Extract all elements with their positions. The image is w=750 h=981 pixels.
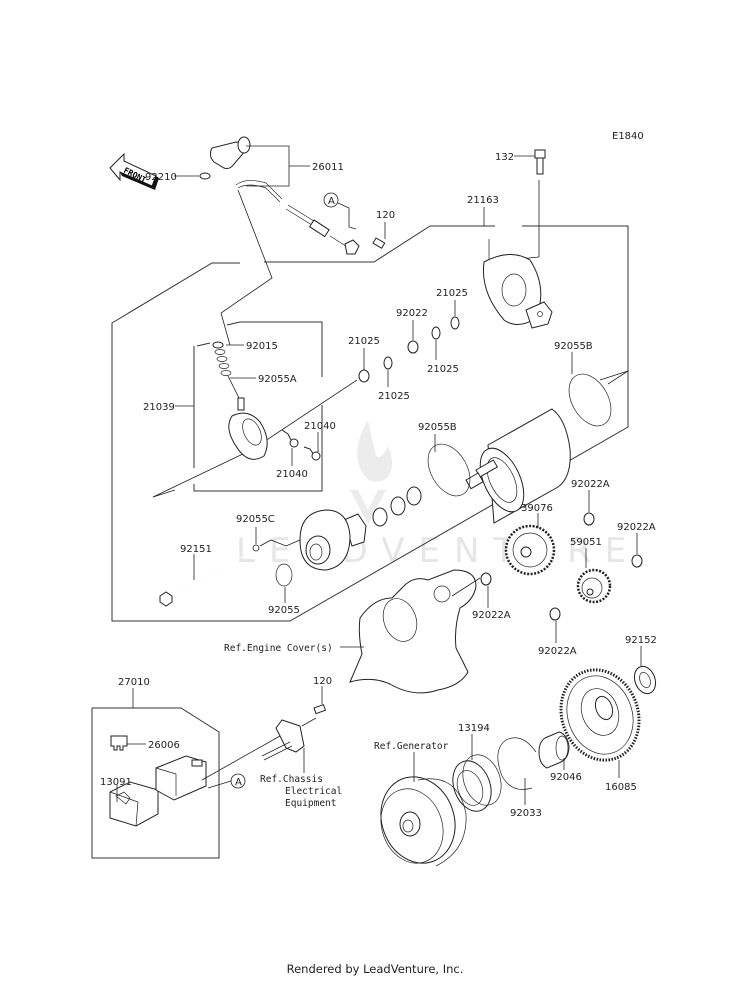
brush-holder [212, 341, 268, 460]
o-ring-92055b-left [427, 443, 471, 497]
part-label-27010: 27010 [118, 677, 150, 688]
ref-engine-cover: Ref.Engine Cover(s) [224, 643, 333, 654]
ref-generator: Ref.Generator [374, 741, 449, 752]
collar-92152 [633, 665, 657, 695]
part-label-92046: 92046 [550, 772, 582, 783]
frame-lines [91, 225, 629, 859]
one-way-clutch [452, 754, 502, 812]
part-label-21025-left: 21025 [348, 336, 380, 347]
circlip-92033 [497, 737, 537, 790]
o-ring-92055b-right [568, 373, 612, 427]
part-label-92033: 92033 [510, 808, 542, 819]
callout-a-top-label: A [328, 196, 335, 207]
engine-cover [349, 569, 477, 694]
part-label-26006: 26006 [148, 740, 180, 751]
part-label-92022A-top: 92022A [571, 479, 610, 490]
part-label-39076: 39076 [521, 503, 553, 514]
part-label-16085: 16085 [605, 782, 637, 793]
starter-clutch-gear [559, 668, 641, 762]
idle-gear-39076 [504, 524, 556, 576]
o-ring-92055 [275, 563, 293, 587]
part-label-92022A-bottom: 92022A [538, 646, 577, 657]
part-label-92015: 92015 [246, 341, 278, 352]
front-washers [343, 486, 422, 547]
callout-a-marker [323, 192, 339, 208]
end-cover [482, 239, 553, 329]
o-ring-92055c [252, 544, 260, 552]
motor-body [465, 408, 571, 524]
fuse-26006 [110, 735, 128, 751]
washer-stack [358, 316, 460, 383]
diagram-id: E1840 [612, 131, 644, 142]
part-label-120-bottom: 120 [313, 676, 332, 687]
part-label-92022: 92022 [396, 308, 428, 319]
part-label-92055C: 92055C [236, 514, 275, 525]
part-label-92022A-left: 92022A [472, 610, 511, 621]
part-label-92152: 92152 [625, 635, 657, 646]
part-label-132: 132 [495, 152, 514, 163]
part-label-21039: 21039 [143, 402, 175, 413]
chassis-bracket [261, 703, 327, 761]
part-label-92055B-left: 92055B [418, 422, 457, 433]
starter-cable [199, 136, 386, 255]
part-label-120-top: 120 [376, 210, 395, 221]
part-label-92022A-right: 92022A [617, 522, 656, 533]
part-label-92055A: 92055A [258, 374, 297, 385]
part-label-21163: 21163 [467, 195, 499, 206]
ref-chassis-line3: Equipment [285, 798, 336, 809]
cover-13091 [109, 781, 159, 827]
bolt-92151 [159, 555, 245, 607]
part-label-92055: 92055 [268, 605, 300, 616]
footer-credit: Rendered by LeadVenture, Inc. [286, 962, 464, 976]
starter-relay [155, 755, 207, 801]
gear-59051 [576, 568, 612, 604]
front-cover [299, 509, 351, 571]
part-label-92055B-right: 92055B [554, 341, 593, 352]
part-label-59051: 59051 [570, 537, 602, 548]
washer-92022a-bottom [549, 607, 561, 621]
generator-rotor [380, 776, 467, 867]
part-label-92210: 92210 [145, 172, 177, 183]
part-label-21025-top: 21025 [436, 288, 468, 299]
ref-chassis-line1: Ref.Chassis [260, 774, 323, 785]
brushes [281, 429, 321, 461]
part-label-21040-top: 21040 [304, 421, 336, 432]
washer-92022a-left [480, 572, 492, 586]
part-label-92151: 92151 [180, 544, 212, 555]
part-label-13194: 13194 [458, 723, 490, 734]
part-label-21025-mid: 21025 [427, 364, 459, 375]
callout-a-bottom-label: A [235, 777, 242, 788]
needle-bearing [538, 731, 570, 769]
bolt-132 [534, 149, 546, 175]
part-label-26011: 26011 [312, 162, 344, 173]
ref-chassis-line2: Electrical [285, 786, 342, 797]
washer-92022a-top [583, 512, 595, 526]
part-label-21025-low: 21025 [378, 391, 410, 402]
part-label-13091: 13091 [100, 777, 132, 788]
washer-92022a-right [631, 554, 643, 568]
part-label-21040-bottom: 21040 [276, 469, 308, 480]
